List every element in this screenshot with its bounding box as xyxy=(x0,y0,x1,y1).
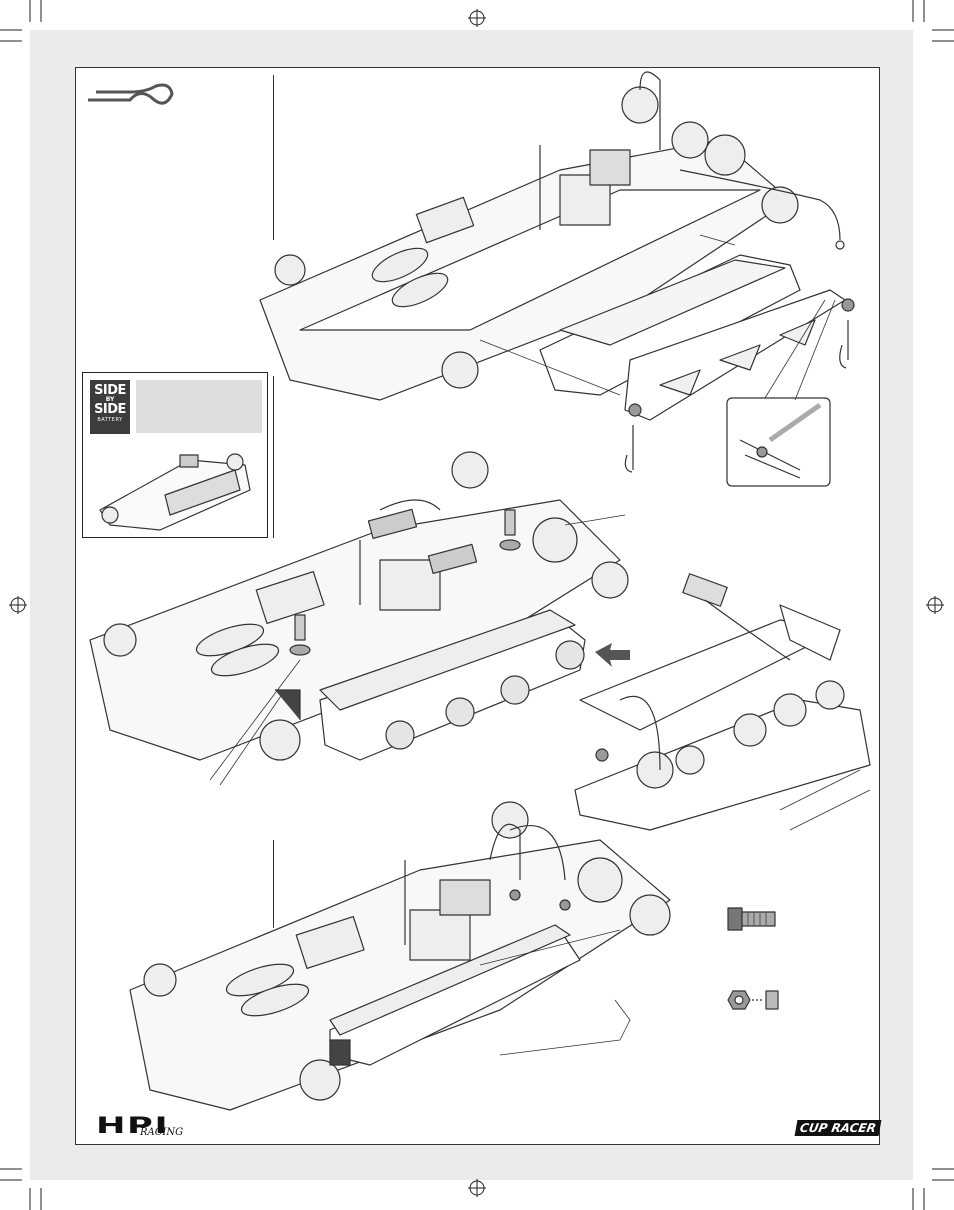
logo-line: BY xyxy=(105,396,115,403)
battery-pack-exploded xyxy=(574,573,871,831)
magnified-detail-inset xyxy=(726,299,836,487)
logo-line: BATTERY xyxy=(97,417,123,423)
side-by-side-logo: SIDE BY SIDE BATTERY xyxy=(90,380,130,434)
inset-chassis-diagram xyxy=(99,453,251,531)
registration-mark-icon xyxy=(9,9,944,1197)
divider-line xyxy=(273,376,274,538)
inset-label-area xyxy=(136,380,262,433)
direction-arrow-icon xyxy=(595,643,630,667)
logo-line: SIDE xyxy=(94,383,126,398)
chassis-diagram-step1 xyxy=(259,71,855,473)
divider-line xyxy=(273,840,274,928)
chassis-diagram-step2 xyxy=(89,451,629,786)
logo-line: SIDE xyxy=(94,402,126,417)
body-clip-icon xyxy=(88,83,174,105)
hpi-racing-logo: HPI xyxy=(96,1114,170,1139)
divider-line xyxy=(273,75,274,240)
chassis-diagram-step3 xyxy=(129,801,671,1111)
cup-racer-logo: CUP RACER xyxy=(794,1120,882,1136)
screw-icon xyxy=(727,907,776,931)
nut-icon xyxy=(727,990,779,1010)
hpi-racing-sublogo: RACING xyxy=(140,1127,184,1138)
